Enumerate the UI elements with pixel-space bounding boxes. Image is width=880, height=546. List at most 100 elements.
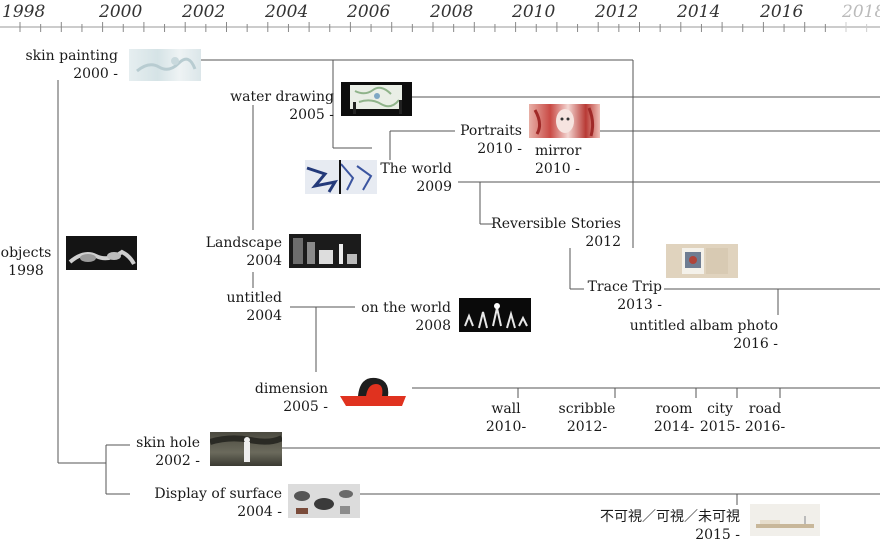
node-skin-painting[interactable]: skin painting 2000 -	[10, 47, 119, 83]
objects-image	[68, 249, 136, 265]
water-drawing-image	[350, 85, 402, 114]
node-title: on the world	[361, 300, 451, 316]
node-portraits[interactable]: Portraits 2010 -	[444, 122, 522, 158]
skin-painting-thumbnail[interactable]	[129, 49, 201, 81]
node-year: 2013 -	[617, 297, 662, 313]
skin-painting-image	[136, 57, 197, 73]
node-road[interactable]: road 2016-	[741, 400, 789, 436]
node-title: Display of surface	[154, 486, 282, 502]
node-water-drawing[interactable]: water drawing 2005 -	[212, 88, 334, 124]
node-title: skin painting	[25, 48, 119, 64]
node-title: Portraits	[460, 123, 522, 139]
node-title: objects	[0, 245, 52, 261]
dimension-image	[340, 377, 406, 406]
node-year: 2014-	[653, 419, 695, 435]
landscape-thumbnail[interactable]	[289, 234, 361, 268]
water-drawing-thumbnail[interactable]	[341, 82, 412, 116]
year-label-2012: 2012	[595, 2, 639, 22]
portraits-image	[533, 107, 595, 137]
node-dimension[interactable]: dimension 2005 -	[240, 380, 328, 416]
skin-hole-image	[210, 435, 282, 462]
node-city[interactable]: city 2015-	[697, 400, 743, 436]
node-year: 2010 -	[535, 161, 580, 177]
node-display-of-surface[interactable]: Display of surface 2004 -	[150, 485, 282, 521]
node-objects[interactable]: objects 1998	[0, 244, 52, 280]
node-title: Landscape	[205, 235, 282, 251]
node-title: skin hole	[136, 435, 200, 451]
node-invisible-visible[interactable]: 不可視／可視／未可視 2015 -	[590, 508, 740, 544]
node-untitled-album-photo[interactable]: untitled albam photo 2016 -	[622, 317, 778, 353]
objects-thumbnail[interactable]	[66, 236, 137, 270]
node-landscape[interactable]: Landscape 2004	[200, 234, 282, 270]
node-title: city	[707, 401, 733, 417]
the-world-thumbnail[interactable]	[305, 160, 377, 194]
year-label-2018: 2018	[842, 2, 880, 22]
on-the-world-image	[464, 303, 528, 329]
node-year: 2008	[415, 318, 451, 334]
trace-trip-thumbnail[interactable]	[666, 244, 738, 278]
node-scribble[interactable]: scribble 2012-	[556, 400, 618, 436]
node-wall[interactable]: wall 2010-	[484, 400, 528, 436]
node-year: 2012	[585, 234, 621, 250]
node-reversible-stories[interactable]: Reversible Stories 2012	[490, 215, 621, 251]
on-the-world-thumbnail[interactable]	[459, 298, 531, 332]
year-label-2004: 2004	[265, 2, 309, 22]
node-title: The world	[380, 161, 452, 177]
node-year: 2015 -	[695, 527, 740, 543]
node-year: 2012-	[566, 419, 608, 435]
node-year: 2004	[246, 308, 282, 324]
node-title: 不可視／可視／未可視	[600, 509, 740, 525]
node-year: 2004 -	[237, 504, 282, 520]
node-mirror[interactable]: mirror 2010 -	[535, 142, 581, 178]
node-year: 1998	[8, 263, 44, 279]
node-year: 2016 -	[733, 336, 778, 352]
node-trace-trip[interactable]: Trace Trip 2013 -	[572, 278, 662, 314]
year-label-2016: 2016	[760, 2, 804, 22]
node-title: room	[655, 401, 693, 417]
node-room[interactable]: room 2014-	[649, 400, 699, 436]
year-label-2006: 2006	[347, 2, 391, 22]
node-title: Trace Trip	[587, 279, 662, 295]
node-title: road	[748, 401, 782, 417]
node-year: 2000 -	[73, 66, 118, 82]
node-untitled[interactable]: untitled 2004	[212, 289, 283, 325]
year-label-2008: 2008	[430, 2, 474, 22]
node-title: dimension	[254, 381, 328, 397]
trace-trip-image	[682, 248, 728, 274]
the-world-image	[306, 160, 373, 194]
node-skin-hole[interactable]: skin hole 2002 -	[120, 434, 200, 470]
landscape-image	[293, 238, 357, 264]
node-year: 2015-	[699, 419, 741, 435]
node-year: 2005 -	[283, 399, 328, 415]
dimension-thumbnail[interactable]	[336, 372, 412, 412]
node-title: water drawing	[230, 89, 334, 105]
portraits-thumbnail[interactable]	[529, 104, 600, 138]
year-label-2010: 2010	[512, 2, 556, 22]
invisible-visible-image	[756, 516, 814, 528]
node-title: scribble	[558, 401, 616, 417]
node-year: 2004	[246, 253, 282, 269]
node-year: 2010 -	[477, 141, 522, 157]
node-year: 2009	[416, 179, 452, 195]
year-label-2000: 2000	[99, 2, 143, 22]
node-the-world[interactable]: The world 2009	[372, 160, 452, 196]
display-of-surface-image	[294, 490, 353, 514]
node-title: Reversible Stories	[491, 216, 621, 232]
skin-hole-thumbnail[interactable]	[210, 432, 282, 466]
invisible-visible-thumbnail[interactable]	[750, 504, 820, 536]
node-year: 2002 -	[155, 453, 200, 469]
display-of-surface-thumbnail[interactable]	[288, 484, 360, 518]
node-title: mirror	[535, 143, 582, 159]
node-year: 2010-	[485, 419, 527, 435]
year-label-2002: 2002	[182, 2, 226, 22]
node-year: 2005 -	[289, 107, 334, 123]
node-title: untitled	[226, 290, 283, 306]
year-label-1998: 1998	[2, 2, 46, 22]
node-on-the-world[interactable]: on the world 2008	[356, 299, 451, 335]
node-title: untitled albam photo	[629, 318, 778, 334]
node-year: 2016-	[744, 419, 786, 435]
node-title: wall	[491, 401, 521, 417]
year-label-2014: 2014	[677, 2, 721, 22]
